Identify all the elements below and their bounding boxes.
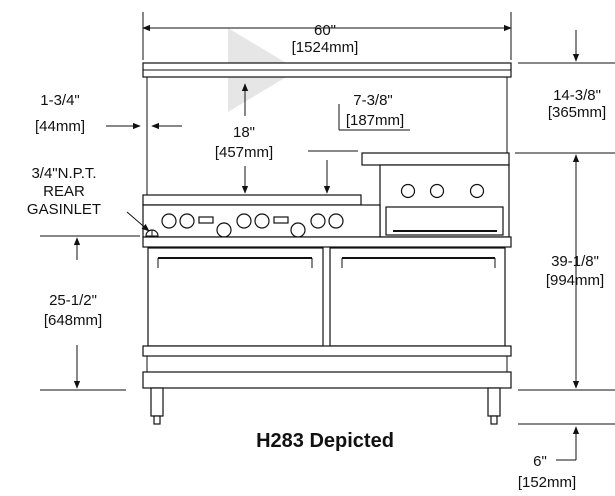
backguard-in: 14-3/8" bbox=[553, 87, 601, 104]
side-in: 1-3/4" bbox=[40, 92, 80, 109]
griddle-mm: [187mm] bbox=[346, 112, 404, 129]
legs-in: 6" bbox=[533, 453, 547, 470]
gas-inlet-line2: REAR bbox=[43, 183, 85, 200]
inlet-height-mm: [648mm] bbox=[44, 312, 102, 329]
dimension-lines bbox=[40, 12, 615, 461]
oven-door-right bbox=[329, 247, 506, 347]
width-mm: [1524mm] bbox=[292, 39, 359, 56]
gas-inlet-label: 3/4"N.P.T. REAR GASINLET bbox=[27, 165, 101, 218]
burner-knobs bbox=[161, 213, 344, 238]
front-rail bbox=[142, 236, 512, 248]
broiler-knob bbox=[469, 183, 485, 199]
caption: H283 Depicted bbox=[256, 430, 394, 452]
height-in: 39-1/8" bbox=[551, 253, 599, 270]
gas-inlet-line3: GASINLET bbox=[27, 201, 101, 218]
oven-door-left bbox=[147, 247, 324, 347]
legs-mm: [152mm] bbox=[518, 474, 576, 491]
base-rail bbox=[142, 371, 512, 389]
side-mm: [44mm] bbox=[35, 118, 85, 135]
gas-inlet-line1: 3/4"N.P.T. bbox=[31, 165, 96, 182]
height-mm: [994mm] bbox=[546, 272, 604, 289]
base-shelf bbox=[142, 345, 512, 357]
burner-top bbox=[142, 194, 362, 206]
leg-right bbox=[487, 387, 501, 417]
broiler-knob bbox=[400, 183, 416, 199]
dimension-labels: 60" [1524mm] 14-3/8" [365mm] 1-3/4" [44m… bbox=[35, 22, 606, 491]
top-mm: [457mm] bbox=[215, 144, 273, 161]
top-in: 18" bbox=[233, 124, 255, 141]
griddle-top bbox=[361, 152, 510, 166]
leg-left bbox=[150, 387, 164, 417]
broiler-knob bbox=[429, 183, 445, 199]
width-in: 60" bbox=[314, 22, 336, 39]
backguard-mm: [365mm] bbox=[548, 104, 606, 121]
inlet-height-in: 25-1/2" bbox=[49, 292, 97, 309]
range-outline bbox=[142, 62, 512, 425]
griddle-in: 7-3/8" bbox=[353, 92, 393, 109]
